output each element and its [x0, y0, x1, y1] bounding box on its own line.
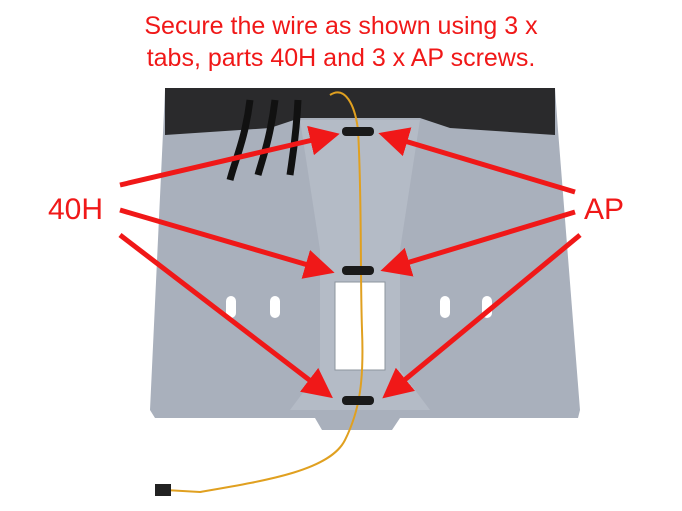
arrow-ap-mid [380, 209, 576, 277]
arrow-40h-bottom [118, 233, 333, 399]
plate-window [334, 281, 386, 371]
slots [226, 296, 492, 318]
yellow-wire [164, 91, 364, 494]
connector [155, 484, 171, 496]
arrow-40h-mid [119, 207, 335, 279]
caption-line-2: tabs, parts 40H and 3 x AP screws. [146, 44, 536, 72]
annotation-arrows [118, 125, 582, 399]
label-ap: AP [584, 193, 625, 226]
black-top-strip [165, 88, 555, 135]
label-40h: 40H [48, 193, 104, 226]
caption-line-1: Secure the wire as shown using 3 x [144, 12, 538, 40]
arrow-ap-bottom [382, 233, 582, 399]
arrow-ap-top [378, 127, 576, 195]
tabs-40h [342, 127, 374, 405]
arrow-40h-top [119, 125, 340, 188]
